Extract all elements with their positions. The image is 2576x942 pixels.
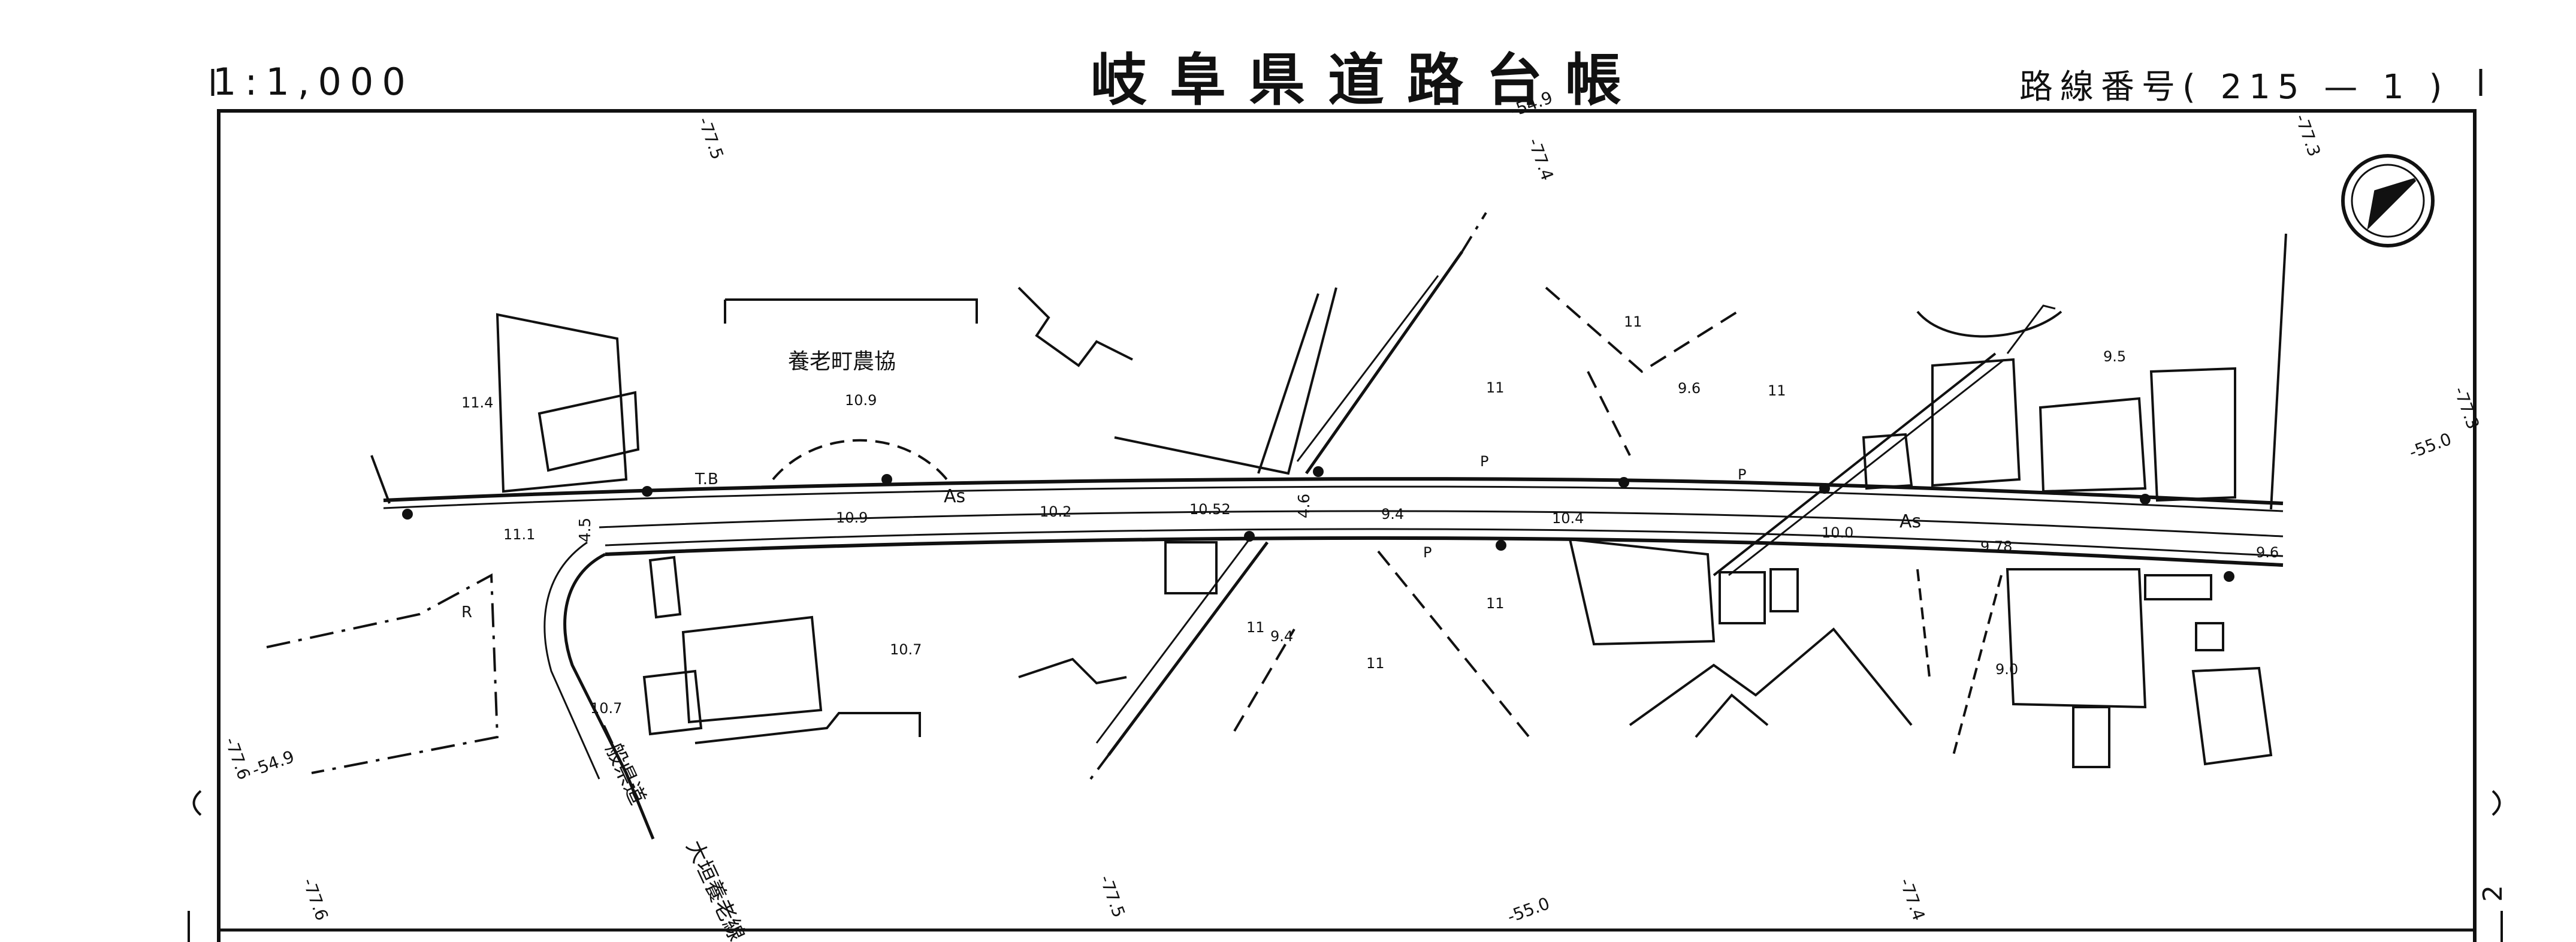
spot-elevation: 9.4: [1270, 628, 1293, 645]
boundary-north: [1545, 286, 1739, 373]
dash-line-se: [1089, 754, 1110, 780]
grid-label: -77.5: [1095, 872, 1129, 920]
spot-elevation: 10.7: [590, 700, 622, 717]
grid-label: -77.3: [2291, 111, 2324, 159]
parcel-mark: 11: [1624, 313, 1642, 330]
cul-de-sac: [1916, 310, 2062, 338]
diagonal-road-se-2: [1095, 539, 1251, 744]
spot-elevation: 10.52: [1189, 501, 1231, 518]
grid-label: -55.0: [1505, 893, 1552, 927]
page-side-label: 2: [2478, 885, 2508, 902]
margin-paren-left: [192, 790, 202, 816]
parcel-mark: 11: [1486, 595, 1505, 612]
diagonal-road-nw-2: [1296, 275, 1439, 462]
spot-elevation: 10.9: [836, 509, 868, 526]
boundary-north-mid: [1587, 371, 1631, 456]
fence-line-nw: [1257, 293, 1319, 474]
dashed-east-lane-2: [1952, 575, 2003, 756]
spot-elevation: 9.4: [1381, 506, 1404, 523]
grid-label: -77.4: [1524, 135, 1557, 183]
spot-elevation: 11.4: [461, 394, 493, 411]
spot-elevation: 9.78: [1980, 538, 2012, 555]
boundary-south-left: [1233, 628, 1295, 732]
road-mark-r: R: [461, 603, 472, 621]
road-width-label: 4.6: [1295, 494, 1313, 518]
page-title: 岐阜県道路台帳: [1091, 48, 1645, 113]
spot-elevation: 11.1: [503, 526, 535, 543]
spot-elevation: 10.2: [1040, 503, 1071, 520]
grid-label: -55.0: [2406, 429, 2454, 463]
spot-elevation: 10.4: [1552, 510, 1584, 527]
place-label-kyokai: 養老町農協: [788, 349, 896, 374]
boundary-mid-south: [1377, 550, 1535, 744]
road-edge-south-outer: [605, 536, 2284, 567]
spot-elevation: 10.9: [845, 392, 877, 409]
road-edge-south-inner: [605, 528, 2284, 557]
dash-line-nw: [1461, 212, 1487, 253]
branch-road-east-edge: [543, 541, 600, 780]
margin-paren-right: [2492, 790, 2501, 816]
power-pole-label: P: [1738, 466, 1746, 483]
spot-elevation: 10.0: [1822, 524, 1853, 541]
spot-elevation: 9.5: [2103, 348, 2126, 365]
road-name-oogaki-yoro: 大垣養老線: [681, 837, 749, 942]
buildings: [496, 286, 2273, 768]
branch-road-west-edge: [563, 552, 655, 840]
road-east-north: [2006, 304, 2056, 354]
road-name-general: 一般県道: [591, 720, 650, 808]
diagonal-road-se: [1107, 541, 1269, 756]
grid-label: -77.5: [694, 114, 727, 162]
road-edge-north-inner: [383, 485, 2284, 512]
power-pole-label: P: [1423, 544, 1432, 561]
road-width-label: 4.5: [576, 518, 594, 542]
boundary-west: [266, 573, 499, 774]
diagonal-road-east: [1713, 352, 1997, 576]
grid-label: -77.4: [1895, 875, 1929, 923]
pavement-label-west: As: [944, 486, 965, 507]
grid-label: -77.6: [298, 875, 332, 923]
spot-elevation: 9.6: [2256, 544, 2279, 561]
grid-label: -54.9: [249, 747, 297, 780]
fence-line-north: [1114, 287, 1337, 475]
spot-elevation: 10.7: [890, 641, 922, 658]
road-edge-north-outer: [383, 477, 2284, 505]
pavement-label-east: As: [1899, 511, 1921, 532]
road-center-line: [599, 510, 2284, 538]
parcel-mark: 11: [1768, 382, 1786, 399]
parcel-arc: [772, 439, 948, 481]
parcel-mark: 11: [1366, 655, 1385, 672]
diagonal-road-east-2: [1728, 358, 2005, 576]
grid-label: -54.9: [1508, 87, 1555, 121]
fence-line-east: [2270, 233, 2287, 510]
parcel-mark: 11: [1246, 619, 1265, 636]
scale-label: 1:1,000: [213, 60, 414, 104]
map-frame: [217, 109, 2477, 942]
north-arrow-icon: [2341, 154, 2435, 247]
tb-label: T.B: [694, 470, 718, 488]
dashed-east-lane: [1916, 569, 1931, 678]
spot-elevation: 9.0: [1995, 661, 2018, 678]
route-number: 路線番号( 215 — 1 ): [2019, 68, 2450, 107]
grid-label: -77.6: [221, 735, 254, 782]
spot-elevation: 9.6: [1678, 380, 1701, 397]
parcel-mark: 11: [1486, 379, 1505, 396]
power-pole-label: P: [1480, 453, 1488, 470]
grid-label: -77.3: [2450, 384, 2483, 431]
fence-line-west: [370, 455, 391, 504]
diagonal-road-nw: [1304, 250, 1464, 475]
